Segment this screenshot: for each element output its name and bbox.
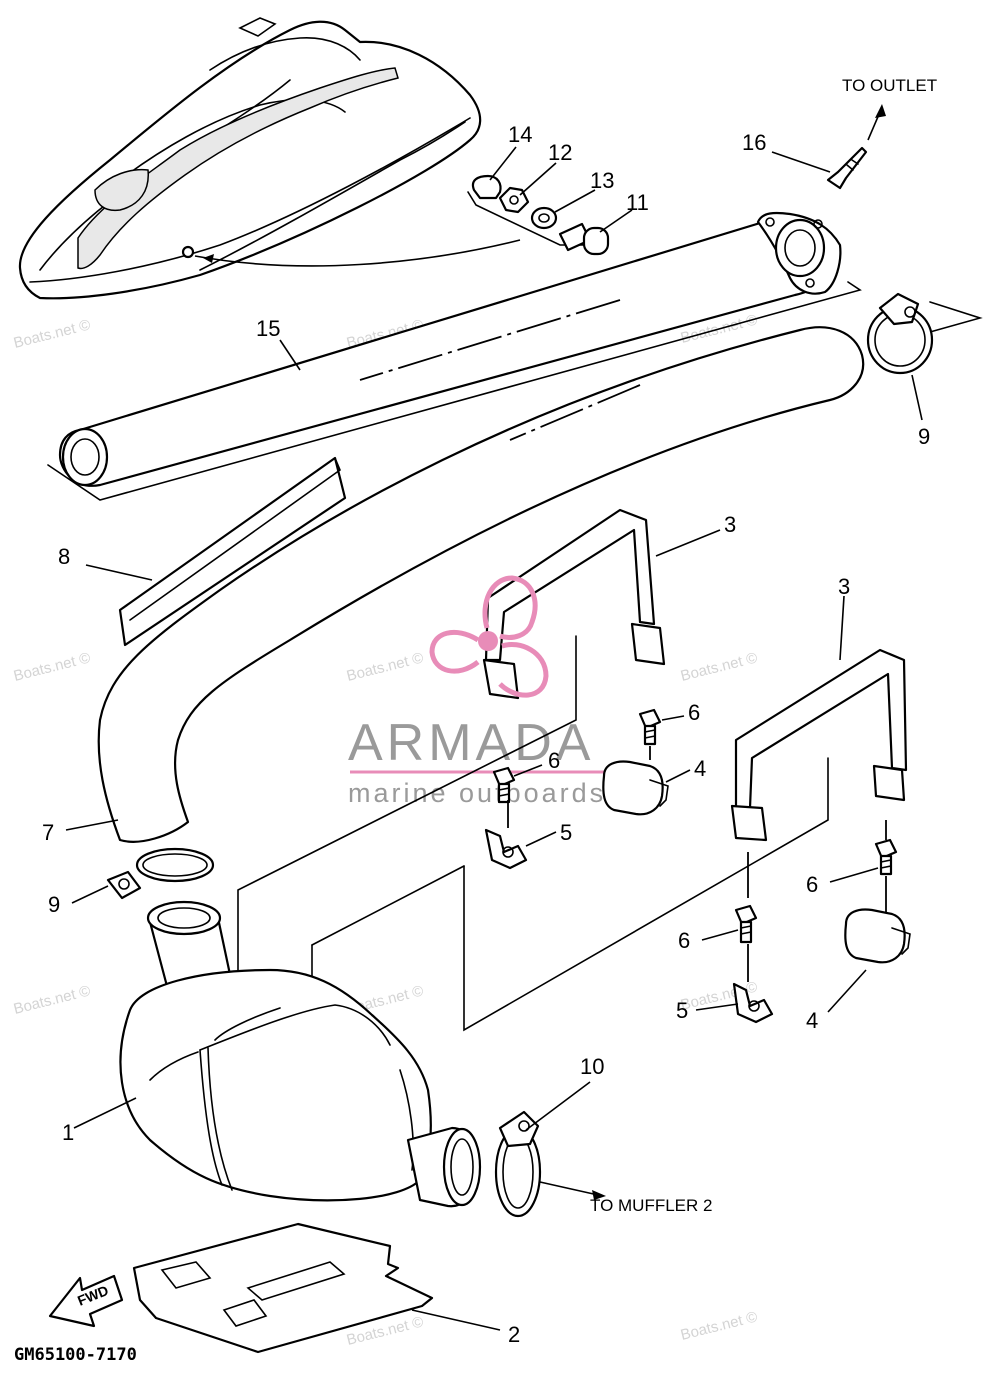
callout-3-upper: 3 <box>724 512 736 537</box>
hose-clamp-9-upper <box>866 292 934 375</box>
mounting-hardware <box>467 174 610 256</box>
to-outlet-note: TO OUTLET <box>842 76 937 95</box>
callout-6-c: 6 <box>806 872 818 897</box>
callout-15: 15 <box>256 316 280 341</box>
callout-5-upper: 5 <box>560 820 572 845</box>
hose-clamp-9-lower <box>106 847 215 900</box>
bolt-6-c <box>874 838 898 876</box>
hose-clamp-10 <box>494 1110 606 1218</box>
callout-4-upper: 4 <box>694 756 706 781</box>
plate-8 <box>118 456 347 647</box>
boats-watermark: Boats.net © <box>679 649 759 685</box>
bolt-6-b <box>492 766 516 804</box>
to-muffler-note: TO MUFFLER 2 <box>590 1196 712 1215</box>
callout-8: 8 <box>58 544 70 569</box>
callout-9-upper: 9 <box>918 424 930 449</box>
callout-11: 11 <box>626 190 649 215</box>
propeller-hub <box>478 631 498 651</box>
callout-12: 12 <box>548 140 572 165</box>
callout-14: 14 <box>508 122 532 147</box>
clip-5-lower <box>732 982 774 1024</box>
bracket-3-lower <box>730 648 908 842</box>
callout-labels: 14 12 13 11 16 15 9 8 3 3 6 6 4 5 7 9 6 … <box>42 122 930 1347</box>
propeller-blade <box>498 642 549 698</box>
boats-watermark: Boats.net © <box>12 982 92 1018</box>
callout-6-d: 6 <box>678 928 690 953</box>
drawing-code: GM65100-7170 <box>14 1345 137 1365</box>
callout-3-lower: 3 <box>838 574 850 599</box>
forward-arrow: FWD <box>48 1274 124 1328</box>
clamp-outline <box>929 301 983 333</box>
damper-4-upper <box>602 760 669 816</box>
clip-5-upper <box>484 828 528 870</box>
callout-2: 2 <box>508 1322 520 1347</box>
bent-hose-7 <box>97 326 865 843</box>
exhaust-hose-15 <box>58 211 842 487</box>
watercraft-hull-illustration <box>18 17 521 300</box>
brand-name: ARMADA <box>348 714 594 772</box>
callout-6-b: 6 <box>548 748 560 773</box>
callout-7: 7 <box>42 820 54 845</box>
damper-4-lower <box>844 908 911 964</box>
callout-9-lower: 9 <box>48 892 60 917</box>
base-plate-2 <box>132 1222 434 1354</box>
washer-13 <box>530 206 558 230</box>
bolt-6-a <box>638 708 662 746</box>
callout-1: 1 <box>62 1120 74 1145</box>
callout-13: 13 <box>590 168 614 193</box>
boats-watermark: Boats.net © <box>12 649 92 685</box>
callout-16: 16 <box>742 130 766 155</box>
hose-outline <box>47 281 862 501</box>
muffler-1 <box>119 900 482 1208</box>
leader-lines <box>65 146 923 1331</box>
boats-watermark: Boats.net © <box>345 649 425 685</box>
bolt-6-d <box>734 904 758 944</box>
callout-6-a: 6 <box>688 700 700 725</box>
propeller-blade <box>429 629 480 674</box>
boats-watermark: Boats.net © <box>679 1308 759 1344</box>
bracket-3-upper <box>482 508 666 700</box>
callout-5-lower: 5 <box>676 998 688 1023</box>
clip-14 <box>471 174 502 200</box>
outlet-fitting <box>826 104 886 190</box>
boats-watermark: Boats.net © <box>12 316 92 352</box>
brand-tagline: marine outboards <box>348 778 606 808</box>
fitting-16 <box>826 146 868 190</box>
propeller-blade <box>482 575 538 640</box>
armada-logo: ARMADA marine outboards <box>348 575 648 808</box>
callout-4-lower: 4 <box>806 1008 818 1033</box>
callout-10: 10 <box>580 1054 604 1079</box>
